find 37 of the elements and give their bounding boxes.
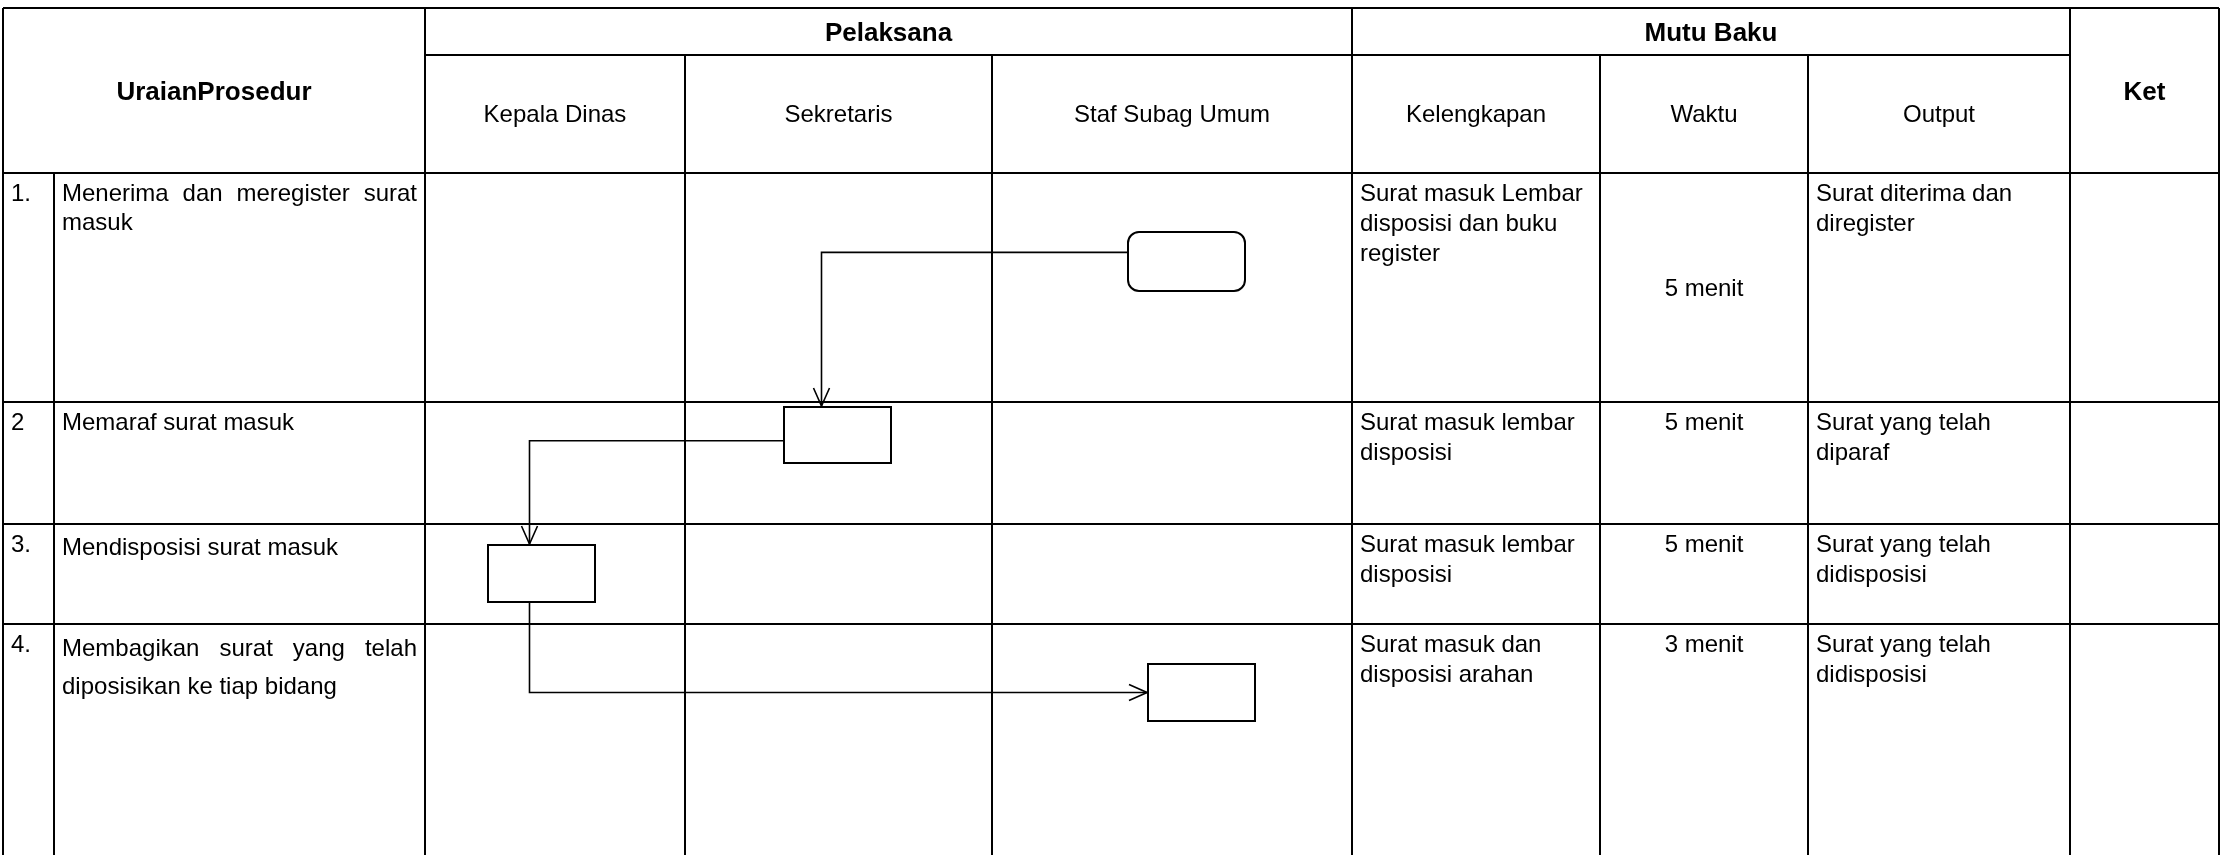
procedure-text: Memaraf surat masuk	[62, 407, 296, 436]
requirement-text: Surat masuk lembar disposisi	[1360, 529, 1576, 589]
requirement-text: Surat masuk lembar disposisi	[1360, 407, 1576, 467]
duration-text: 3 menit	[1663, 629, 1745, 659]
column-header: Output	[1901, 99, 1976, 129]
process-box	[487, 544, 596, 603]
column-header: Pelaksana	[823, 16, 954, 47]
column-header: Kepala Dinas	[482, 99, 628, 129]
process-box	[1127, 231, 1246, 292]
duration-text: 5 menit	[1663, 529, 1745, 559]
column-header: Waktu	[1669, 99, 1739, 129]
procedure-text: Mendisposisi surat masuk	[62, 532, 340, 562]
output-text: Surat yang telah diparaf	[1816, 407, 1992, 467]
output-text: Surat diterima dan diregister	[1816, 178, 2014, 238]
column-header: Sekretaris	[783, 99, 894, 129]
process-box	[783, 406, 892, 464]
duration-text: 5 menit	[1663, 407, 1745, 437]
process-box	[1147, 663, 1256, 722]
column-header: Mutu Baku	[1643, 16, 1779, 47]
step-number: 2	[11, 407, 26, 437]
column-header: Kelengkapan	[1404, 99, 1548, 129]
procedure-text: Menerima dan meregister surat masuk	[62, 178, 417, 236]
arrow	[528, 602, 1148, 702]
step-number: 1.	[11, 178, 32, 208]
output-text: Surat yang telah didisposisi	[1816, 629, 1992, 689]
column-header: Ket	[2122, 75, 2167, 106]
arrow	[812, 251, 1128, 407]
requirement-text: Surat masuk Lembar disposisi dan buku register	[1360, 178, 1584, 268]
requirement-text: Surat masuk dan disposisi arahan	[1360, 629, 1543, 689]
duration-text: 5 menit	[1663, 272, 1745, 303]
column-header: UraianProsedur	[115, 75, 313, 106]
arrow	[520, 440, 784, 545]
output-text: Surat yang telah didisposisi	[1816, 529, 1992, 589]
column-header: Staf Subag Umum	[1072, 99, 1272, 129]
step-number: 4.	[11, 629, 32, 659]
procedure-text: Membagikan surat yang telah diposisikan ke tiap bidang	[62, 633, 417, 701]
step-number: 3.	[11, 529, 32, 559]
